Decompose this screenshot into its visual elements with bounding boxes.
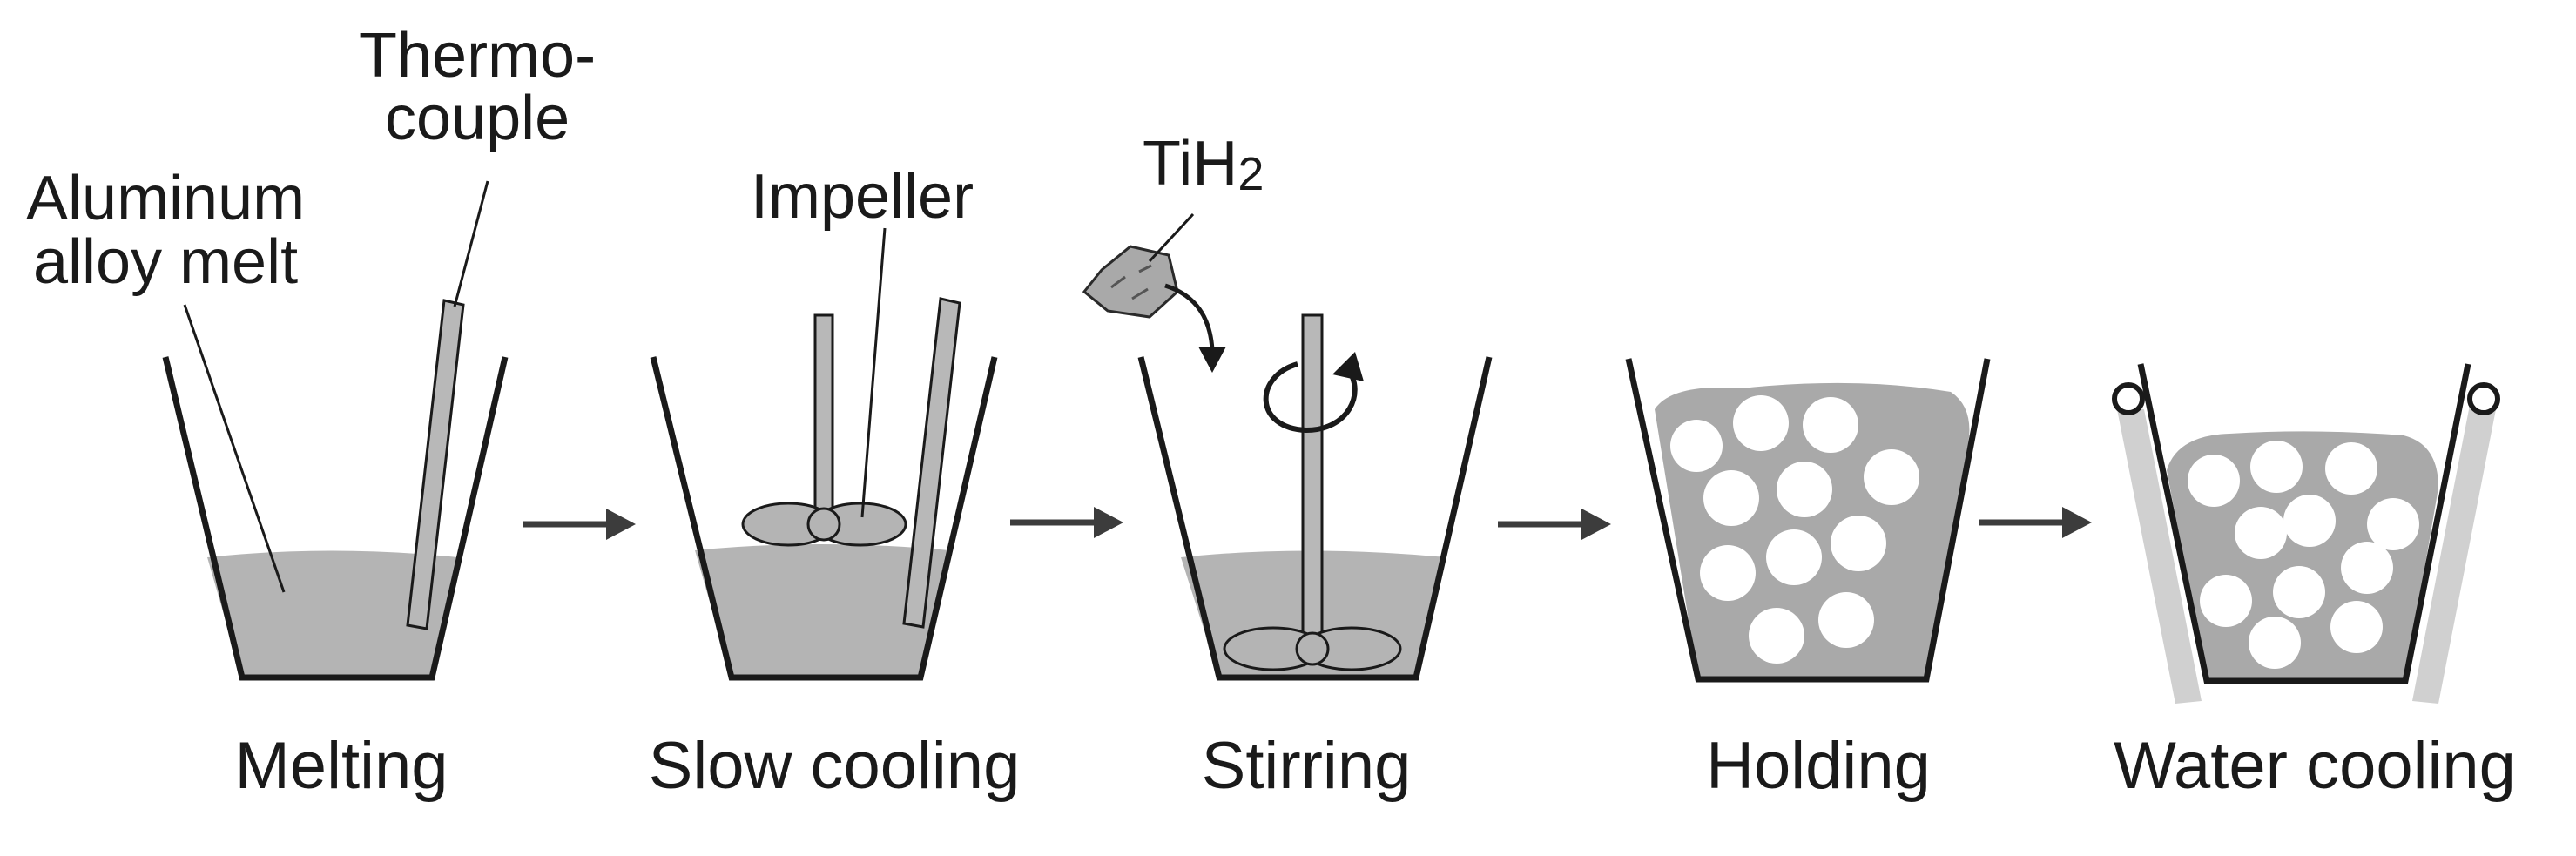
process-arrow-3 xyxy=(1498,509,1611,540)
leader-impeller xyxy=(860,227,887,518)
crucible-outline xyxy=(2137,363,2471,684)
label-tih2-base: TiH xyxy=(1143,129,1237,199)
crucible-melting xyxy=(162,299,509,681)
label-thermocouple-line2: couple xyxy=(385,84,570,153)
impeller xyxy=(741,313,907,547)
tih2-powder-icon xyxy=(1082,245,1179,319)
leader-tih2 xyxy=(1148,212,1195,263)
melt-fill xyxy=(207,550,458,677)
crucible-outline xyxy=(1625,358,1991,683)
leader-melt xyxy=(183,304,286,593)
stage-label-holding: Holding xyxy=(1706,729,1931,803)
crucible-outline xyxy=(162,356,509,681)
stage-label-water-cooling: Water cooling xyxy=(2114,729,2516,803)
label-thermocouple-line1: Thermo- xyxy=(359,21,596,91)
crucible-outline xyxy=(1137,356,1493,681)
crucible-stirring xyxy=(1137,313,1493,681)
leader-thermocouple xyxy=(453,180,489,307)
label-impeller: Impeller xyxy=(751,162,974,232)
tih2-drop-arrow-icon xyxy=(1164,283,1215,351)
impeller xyxy=(1223,313,1402,671)
crucible-outline xyxy=(650,356,998,681)
thermocouple-rod xyxy=(406,299,465,630)
stage-label-slow-cooling: Slow cooling xyxy=(649,729,1021,803)
stage-label-melting: Melting xyxy=(235,729,448,803)
label-melt-line1: Aluminum xyxy=(26,164,305,233)
process-arrow-4 xyxy=(1979,507,2092,538)
stage-label-stirring: Stirring xyxy=(1202,729,1412,803)
melt-fill xyxy=(695,544,949,677)
water-nozzle-right-icon xyxy=(2467,382,2500,415)
rotation-arrow-icon xyxy=(1263,352,1364,434)
process-arrow-1 xyxy=(523,509,636,540)
label-tih2-subscript: 2 xyxy=(1237,148,1264,200)
crucible-holding xyxy=(1625,358,1991,683)
crucible-slow-cooling xyxy=(650,297,998,681)
tih2-drop-arrowhead xyxy=(1198,347,1226,373)
crucible-water-cooling xyxy=(2112,363,2500,704)
process-arrow-2 xyxy=(1010,507,1123,538)
water-spray-left xyxy=(2116,405,2202,704)
water-nozzle-left-icon xyxy=(2112,382,2145,415)
label-melt-line2: alloy melt xyxy=(33,227,298,297)
thermocouple-rod xyxy=(902,297,961,629)
foam-bubbles xyxy=(1670,395,1919,664)
water-spray-right xyxy=(2412,405,2496,704)
label-tih2: TiH2 xyxy=(1143,129,1264,200)
foam-bubbles xyxy=(2188,441,2419,669)
